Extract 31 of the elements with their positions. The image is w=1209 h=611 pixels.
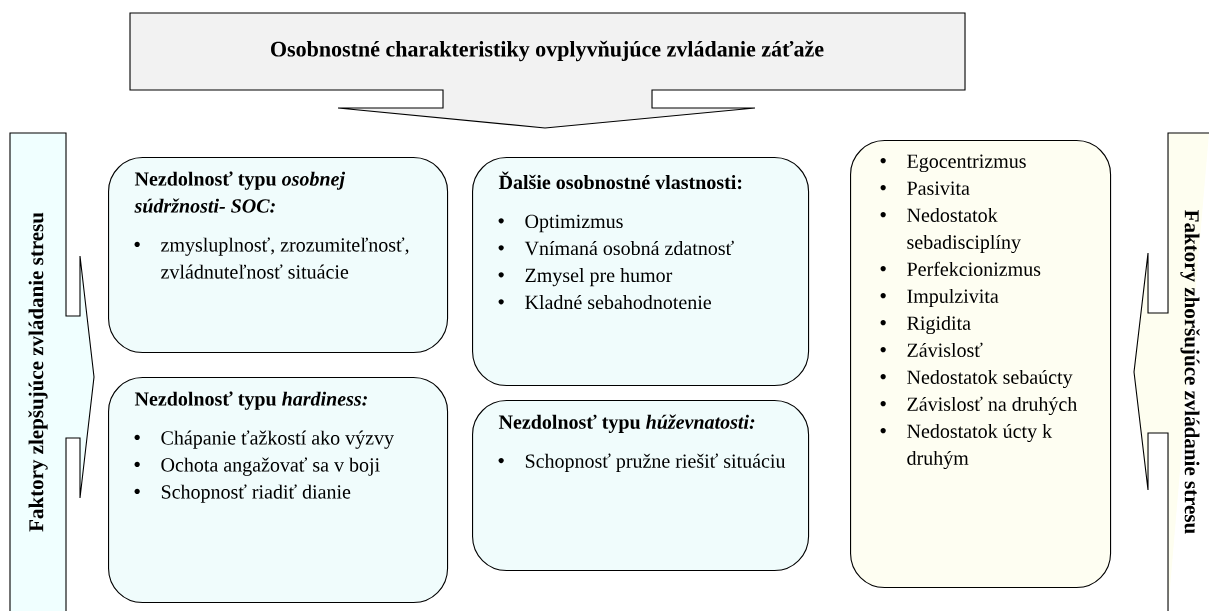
list-item: Zmysel pre humor xyxy=(498,268,673,287)
rounded-box xyxy=(108,377,449,604)
rounded-box xyxy=(472,400,810,572)
list-item: Nedostatok sebaúcty xyxy=(880,369,1073,389)
list-item: Ochota angažovať sa v boji xyxy=(134,457,380,476)
right-arrow-callout: Faktory zlepšujúce zvládanie stresu xyxy=(9,132,95,611)
list-item: Schopnosť riadiť dianie xyxy=(134,484,351,503)
list-item: Schopnosť pružne riešiť situáciu xyxy=(498,453,786,472)
list-item: Chápanie ťažkostí ako výzvy xyxy=(134,430,394,449)
box-heading: Nezdolnosť typu húževnatosti: xyxy=(498,414,755,433)
rounded-box xyxy=(472,157,810,387)
box-heading: Nezdolnosť typu hardiness: xyxy=(134,391,367,410)
box-heading: Ďalšie osobnostné vlastnosti: xyxy=(498,171,742,190)
list-item: Optimizmus xyxy=(498,214,623,233)
list-item: Závislosť na druhých xyxy=(880,396,1077,416)
list-item: Vnímaná osobná zdatnosť xyxy=(498,240,734,256)
list-item: Egocentrizmus xyxy=(880,154,1026,173)
list-item: Kladné sebahodnotenie xyxy=(498,295,711,310)
left-arrow-callout: Faktory zhoršujúce zvládanie stresu xyxy=(1133,132,1209,611)
list-item: Rigidita xyxy=(880,315,971,335)
rounded-box xyxy=(108,157,449,354)
down-arrow-callout: Osobnostné charakteristiky ovplyvňujúce zvládanie záťaže xyxy=(129,12,966,129)
list-item: Pasivita xyxy=(880,181,970,195)
list-item: Nedostatok úcty k druhým xyxy=(880,423,1053,470)
list-item: Perfekcionizmus xyxy=(880,261,1041,276)
list-item: Závislosť xyxy=(880,342,983,357)
list-item: Nedostatok sebadisciplíny xyxy=(880,207,1021,254)
list-item: zmysluplnosť, zrozumiteľnosť, zvládnuteľnosť situácie xyxy=(134,237,409,279)
rounded-box xyxy=(850,140,1112,589)
list-item: Impulzivita xyxy=(880,288,999,308)
box-heading: Nezdolnosť typu osobnej súdržnosti- SOC: xyxy=(134,171,346,213)
